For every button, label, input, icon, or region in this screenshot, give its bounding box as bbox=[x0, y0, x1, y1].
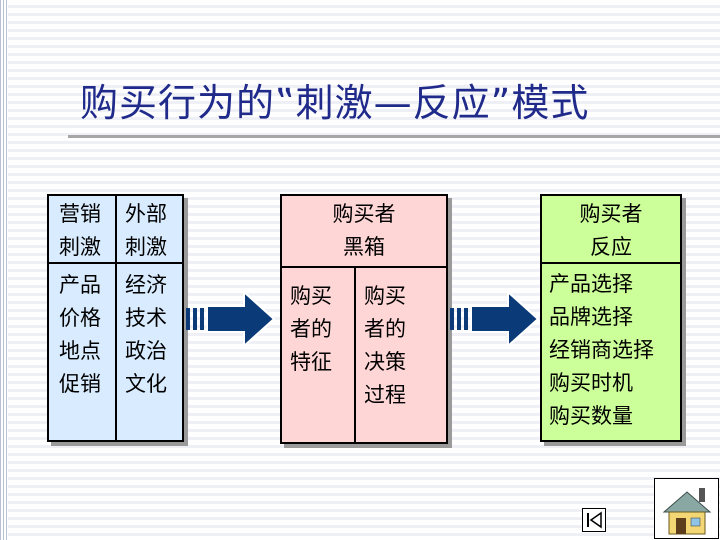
black-box-column-divider bbox=[354, 268, 356, 442]
marketing-stimulus-items: 产品 价格 地点 促销 bbox=[59, 273, 101, 396]
buyer-black-box: 购买者 黑箱 购买 者的 特征 购买 者的 决策 过程 bbox=[280, 194, 448, 444]
buyer-characteristics: 购买 者的 特征 bbox=[290, 284, 332, 374]
marketing-stimulus-header: 营销 刺激 bbox=[59, 202, 101, 259]
arrow-stripe bbox=[193, 308, 197, 330]
slide-title: 购买行为的‟刺激—反应”模式 bbox=[80, 81, 590, 125]
arrow-head bbox=[206, 290, 276, 349]
response-header-divider bbox=[542, 262, 680, 264]
black-box-header: 购买者 黑箱 bbox=[332, 202, 396, 259]
home-button[interactable] bbox=[654, 478, 720, 540]
flow-arrow-2 bbox=[450, 290, 540, 349]
first-slide-icon bbox=[587, 513, 589, 527]
stimulus-column-divider bbox=[115, 196, 117, 440]
stimulus-header-divider bbox=[49, 262, 182, 264]
response-header: 购买者 反应 bbox=[579, 202, 643, 259]
arrow-stripe bbox=[457, 308, 461, 330]
title-divider bbox=[68, 135, 720, 138]
arrow-stripe bbox=[464, 308, 468, 330]
first-slide-button[interactable] bbox=[582, 508, 606, 532]
arrow-stripe bbox=[186, 308, 190, 330]
arrow-stripe bbox=[450, 308, 454, 330]
arrow-head bbox=[470, 290, 540, 349]
stimulus-box: 营销 刺激 外部 刺激 产品 价格 地点 促销 经济 技术 政治 文化 bbox=[47, 194, 184, 442]
response-items: 产品选择 品牌选择 经销商选择 购买时机 购买数量 bbox=[549, 272, 654, 428]
buyer-decision-process: 购买 者的 决策 过程 bbox=[364, 284, 406, 407]
black-box-header-divider bbox=[282, 266, 446, 268]
external-stimulus-items: 经济 技术 政治 文化 bbox=[125, 273, 167, 396]
decorative-left-strip bbox=[0, 0, 8, 540]
buyer-response-box: 购买者 反应 产品选择 品牌选择 经销商选择 购买时机 购买数量 bbox=[540, 194, 682, 442]
flow-arrow-1 bbox=[186, 290, 276, 349]
external-stimulus-header: 外部 刺激 bbox=[125, 202, 167, 259]
arrow-stripe bbox=[200, 308, 204, 330]
home-icon bbox=[662, 488, 712, 535]
